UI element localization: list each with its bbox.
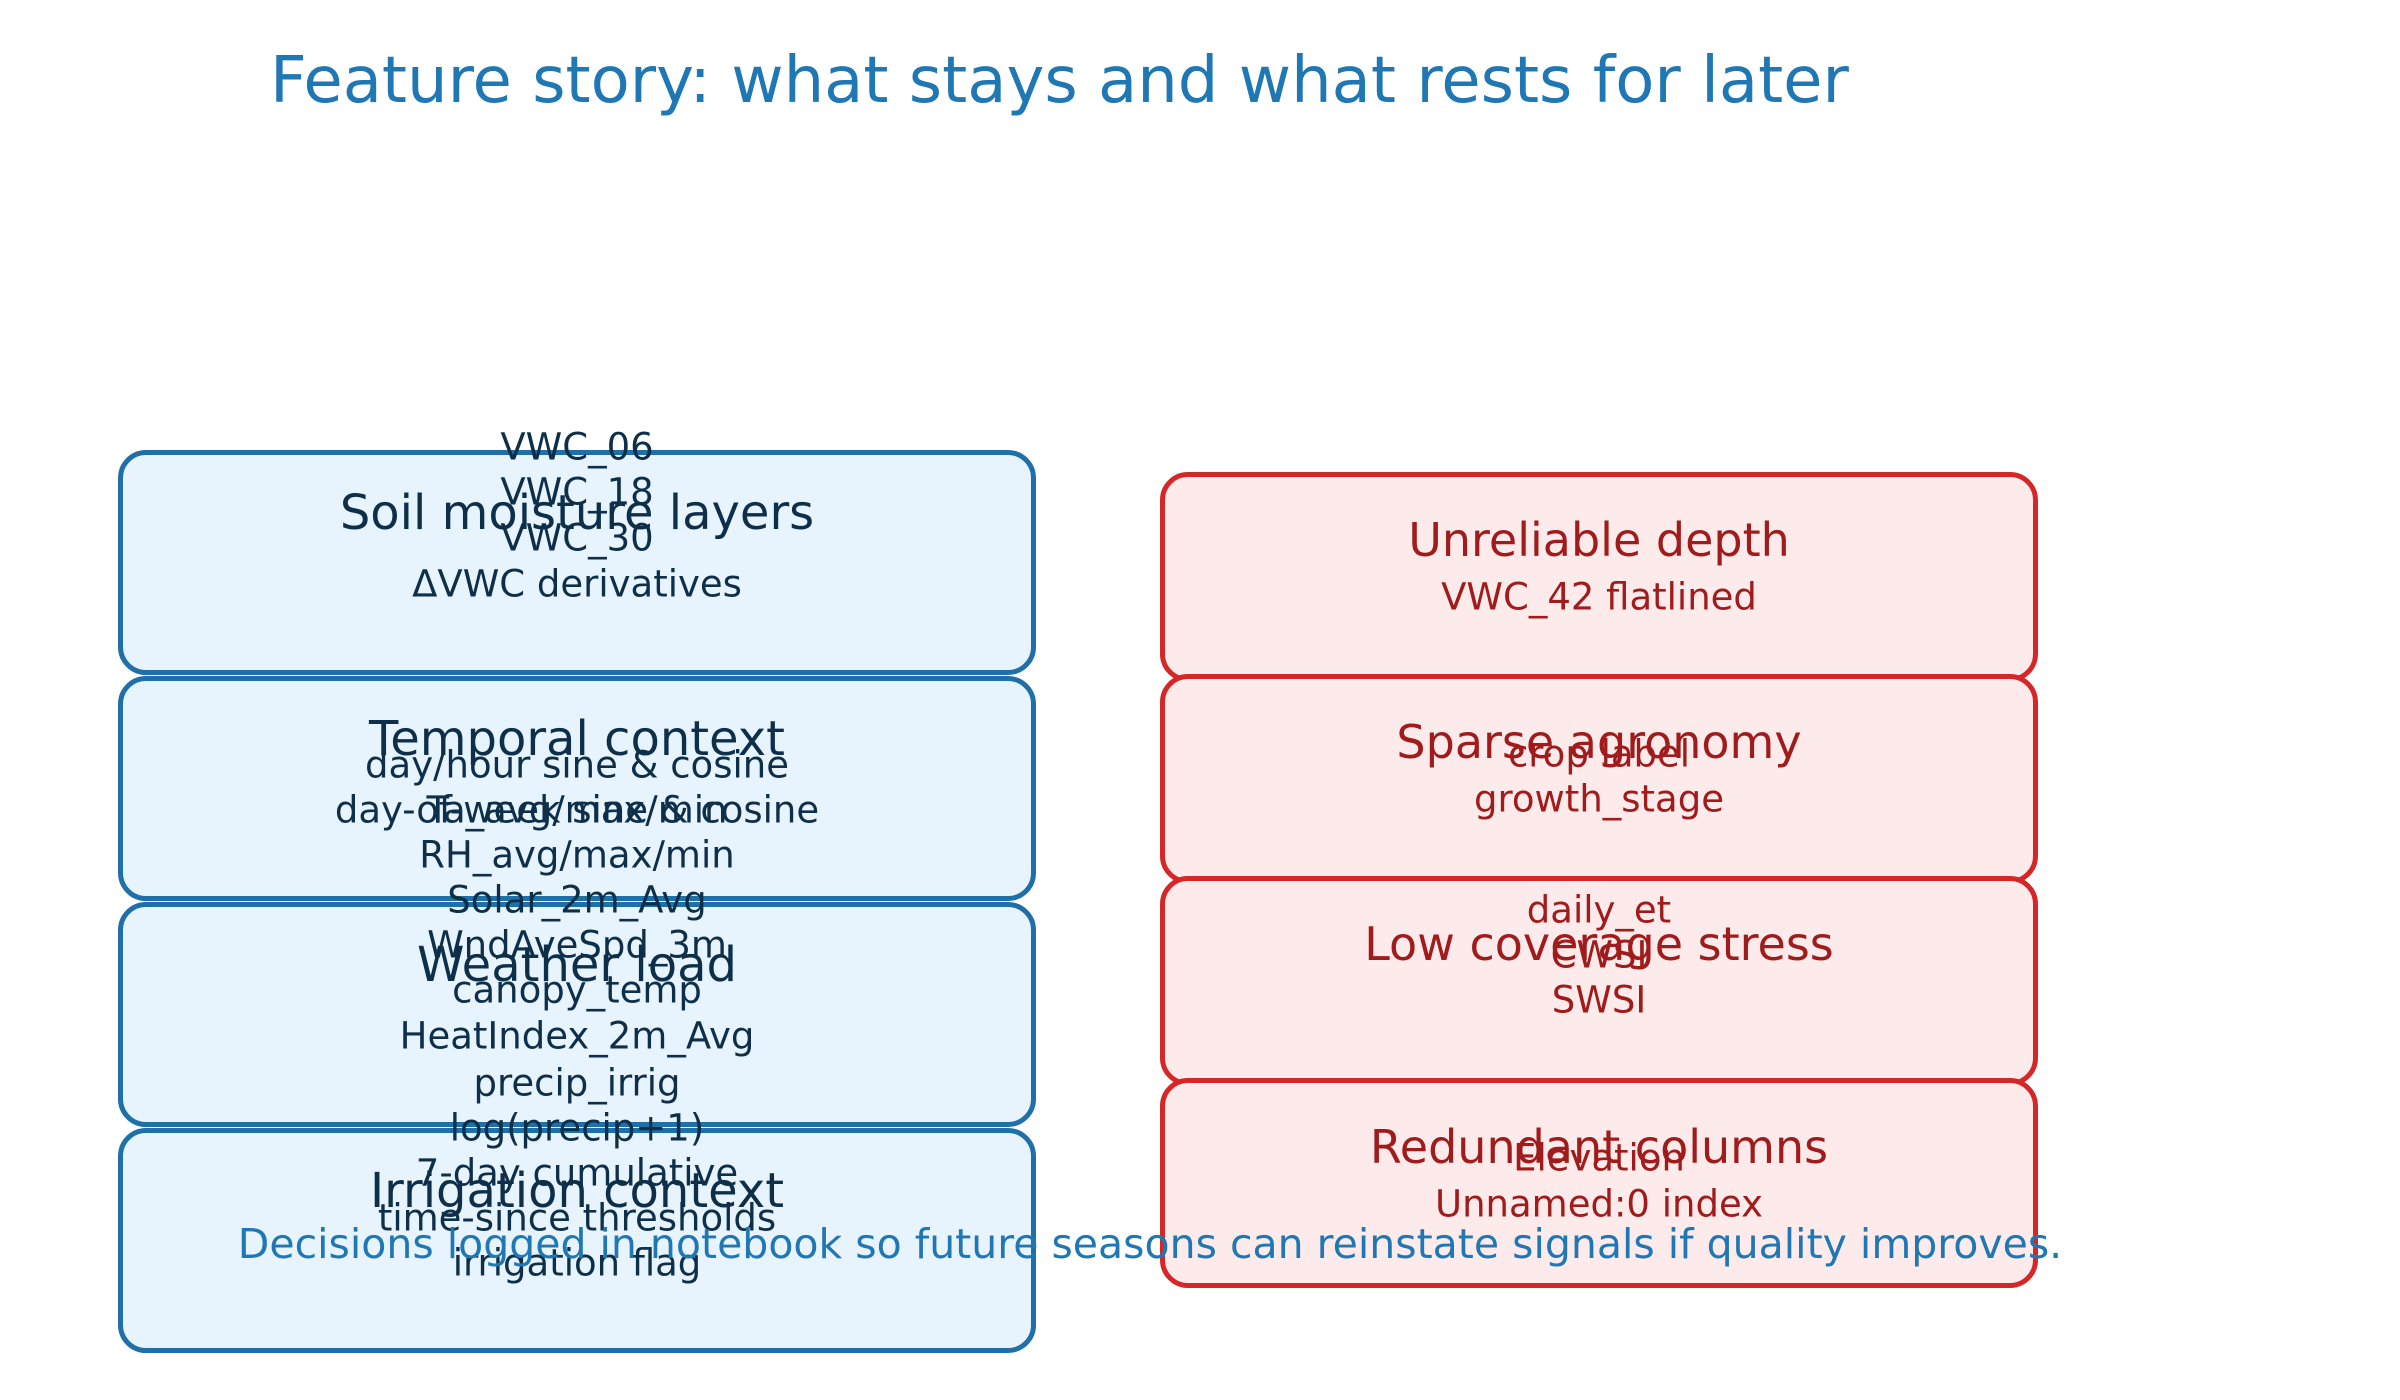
rested-group-card-redundant	[1160, 1078, 2038, 1288]
rested-group-card-sparse-agronomy	[1160, 674, 2038, 884]
rested-feature-item: crop label	[1507, 732, 1691, 776]
diagram-title: Feature story: what stays and what rests…	[270, 44, 1849, 118]
kept-feature-item: RH_avg/max/min	[419, 833, 735, 877]
kept-group-card-temporal	[118, 676, 1036, 901]
kept-group-title: Weather load	[417, 937, 737, 993]
kept-feature-item: VWC_18	[500, 470, 654, 514]
kept-group-card-irrigation	[118, 1128, 1036, 1353]
kept-group-card-soil-moisture	[118, 450, 1036, 675]
kept-feature-item: Solar_2m_Avg	[447, 878, 707, 922]
rested-feature-item: Unnamed:0 index	[1435, 1182, 1763, 1226]
rested-group-card-low-coverage	[1160, 876, 2038, 1086]
kept-group-title: Soil moisture layers	[339, 485, 815, 541]
kept-feature-item: day/hour sine & cosine	[365, 743, 789, 787]
rested-feature-item: growth_stage	[1474, 777, 1724, 821]
kept-feature-item: HeatIndex_2m_Avg	[399, 1014, 755, 1058]
kept-feature-item: log(precip+1)	[449, 1106, 705, 1150]
rested-feature-item: CWSI	[1550, 933, 1648, 977]
kept-feature-item: 7-day cumulative	[415, 1151, 739, 1195]
rested-feature-item: Elevation	[1513, 1136, 1685, 1180]
rested-feature-item: VWC_42 flatlined	[1441, 575, 1757, 619]
kept-feature-item: Ta_avg/max/min	[426, 788, 728, 832]
kept-feature-item: time-since thresholds	[377, 1196, 777, 1240]
rested-group-title: Redundant columns	[1369, 1120, 1829, 1174]
kept-feature-item: canopy_temp	[452, 968, 702, 1012]
rested-group-title: Sparse agronomy	[1396, 715, 1802, 769]
kept-group-title: Irrigation context	[369, 1163, 785, 1219]
kept-feature-item: WndAveSpd_3m	[427, 923, 727, 967]
rested-feature-item: SWSI	[1551, 978, 1647, 1022]
kept-feature-item: VWC_06	[500, 425, 654, 469]
kept-feature-item: irrigation flag	[452, 1241, 702, 1285]
rested-group-title: Low coverage stress	[1364, 917, 1834, 971]
rested-group-title: Unreliable depth	[1408, 513, 1790, 567]
kept-group-card-weather	[118, 902, 1036, 1127]
kept-feature-item: VWC_30	[500, 516, 654, 560]
decision-footnote: Decisions logged in notebook so future s…	[237, 1220, 2063, 1268]
kept-feature-item: ΔVWC derivatives	[412, 562, 742, 606]
kept-group-title: Temporal context	[369, 711, 785, 767]
kept-feature-item: precip_irrig	[473, 1061, 681, 1105]
rested-feature-item: daily_et	[1526, 888, 1672, 932]
kept-feature-item: day-of-week sine & cosine	[334, 788, 820, 832]
